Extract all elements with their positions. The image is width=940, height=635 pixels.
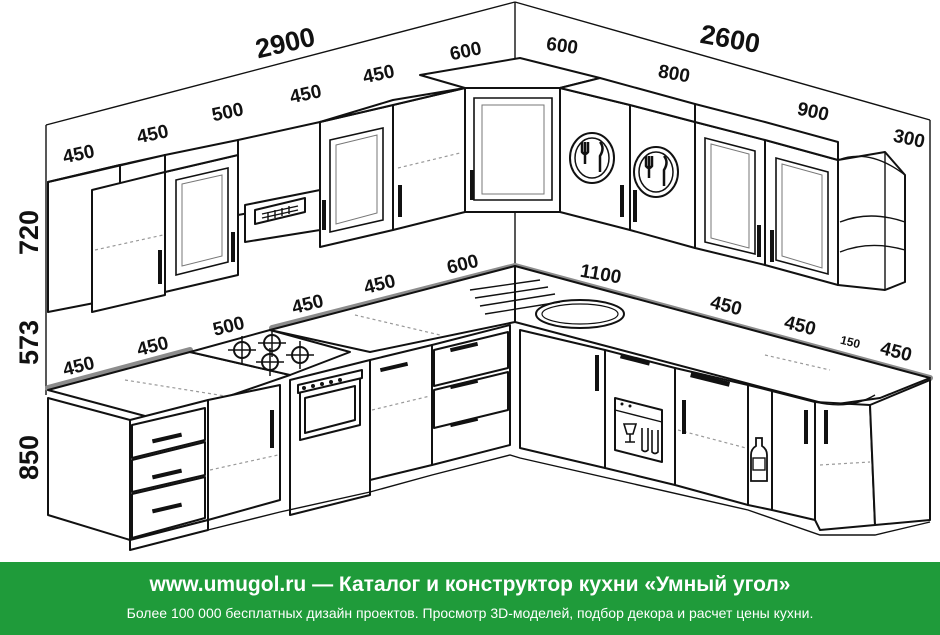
dim-lower-9: 450 (782, 312, 818, 340)
dim-upper-2: 450 (135, 121, 170, 148)
lower-cabinets-right (519, 329, 931, 531)
dim-upper-3: 500 (210, 99, 245, 126)
footer-banner: www.umugol.ru — Каталог и конструктор ку… (0, 562, 940, 635)
hood-filter-icon (261, 205, 299, 220)
dim-lower-8: 450 (708, 292, 744, 320)
dim-lower-11: 450 (878, 338, 914, 366)
kitchen-diagram: 2900 2600 720 573 850 450 450 500 450 45… (14, 1, 933, 551)
dishwasher-icon (614, 397, 663, 463)
sink-icon (469, 279, 625, 329)
dim-height-upper: 720 (14, 210, 44, 255)
footer-title[interactable]: www.umugol.ru — Каталог и конструктор ку… (149, 573, 791, 596)
bottle-icon (750, 437, 768, 482)
upper-corner-cabinet (419, 57, 601, 213)
dim-upper-6: 600 (448, 38, 483, 65)
dim-upper-4: 450 (288, 81, 323, 108)
footer-subtitle: Более 100 000 бесплатных дизайн проектов… (126, 605, 814, 621)
upper-cabinets-left (47, 87, 466, 313)
lower-cabinets-left (47, 384, 281, 551)
dim-upper-5: 450 (361, 61, 396, 88)
dim-total-right: 2600 (698, 19, 762, 59)
upper-cabinets-right (559, 77, 906, 291)
dim-upper-8: 800 (657, 61, 692, 87)
plate-fork-knife-icon (633, 146, 679, 198)
dim-height-lower: 850 (14, 435, 44, 480)
lower-cabinets-back (369, 324, 511, 481)
dim-total-left: 2900 (253, 22, 318, 65)
hob-burner-icon (228, 329, 314, 376)
dim-lower-10: 150 (839, 333, 862, 352)
dim-upper-1: 450 (61, 141, 96, 168)
dim-upper-10: 300 (891, 126, 926, 153)
oven (289, 359, 371, 516)
dim-height-gap: 573 (14, 320, 44, 365)
dim-upper-7: 600 (545, 34, 579, 59)
plate-fork-knife-icon (569, 132, 615, 184)
dim-upper-9: 900 (795, 99, 830, 126)
